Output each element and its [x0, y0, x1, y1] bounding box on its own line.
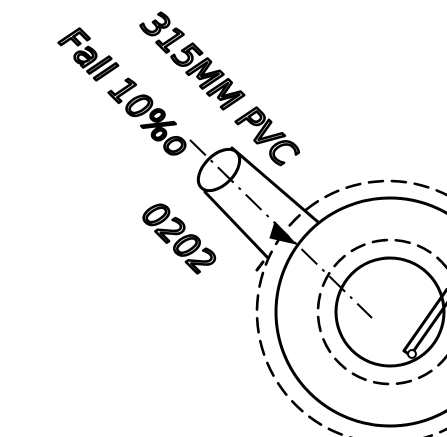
pipe-wall-upper	[230, 146, 320, 224]
pipe-end	[196, 147, 242, 193]
manhole-id-label: 0202	[134, 194, 223, 283]
manhole-outer-wall	[274, 196, 447, 428]
step-iron	[402, 287, 447, 359]
manhole	[255, 179, 447, 437]
step-iron-bolt	[407, 349, 417, 359]
pipe-wall-lower	[203, 190, 270, 260]
pipe-exit-tick	[255, 260, 265, 272]
manhole-inner-wall	[334, 256, 446, 368]
step-iron-bar	[402, 287, 447, 357]
manhole-outer-dashed	[255, 179, 447, 437]
